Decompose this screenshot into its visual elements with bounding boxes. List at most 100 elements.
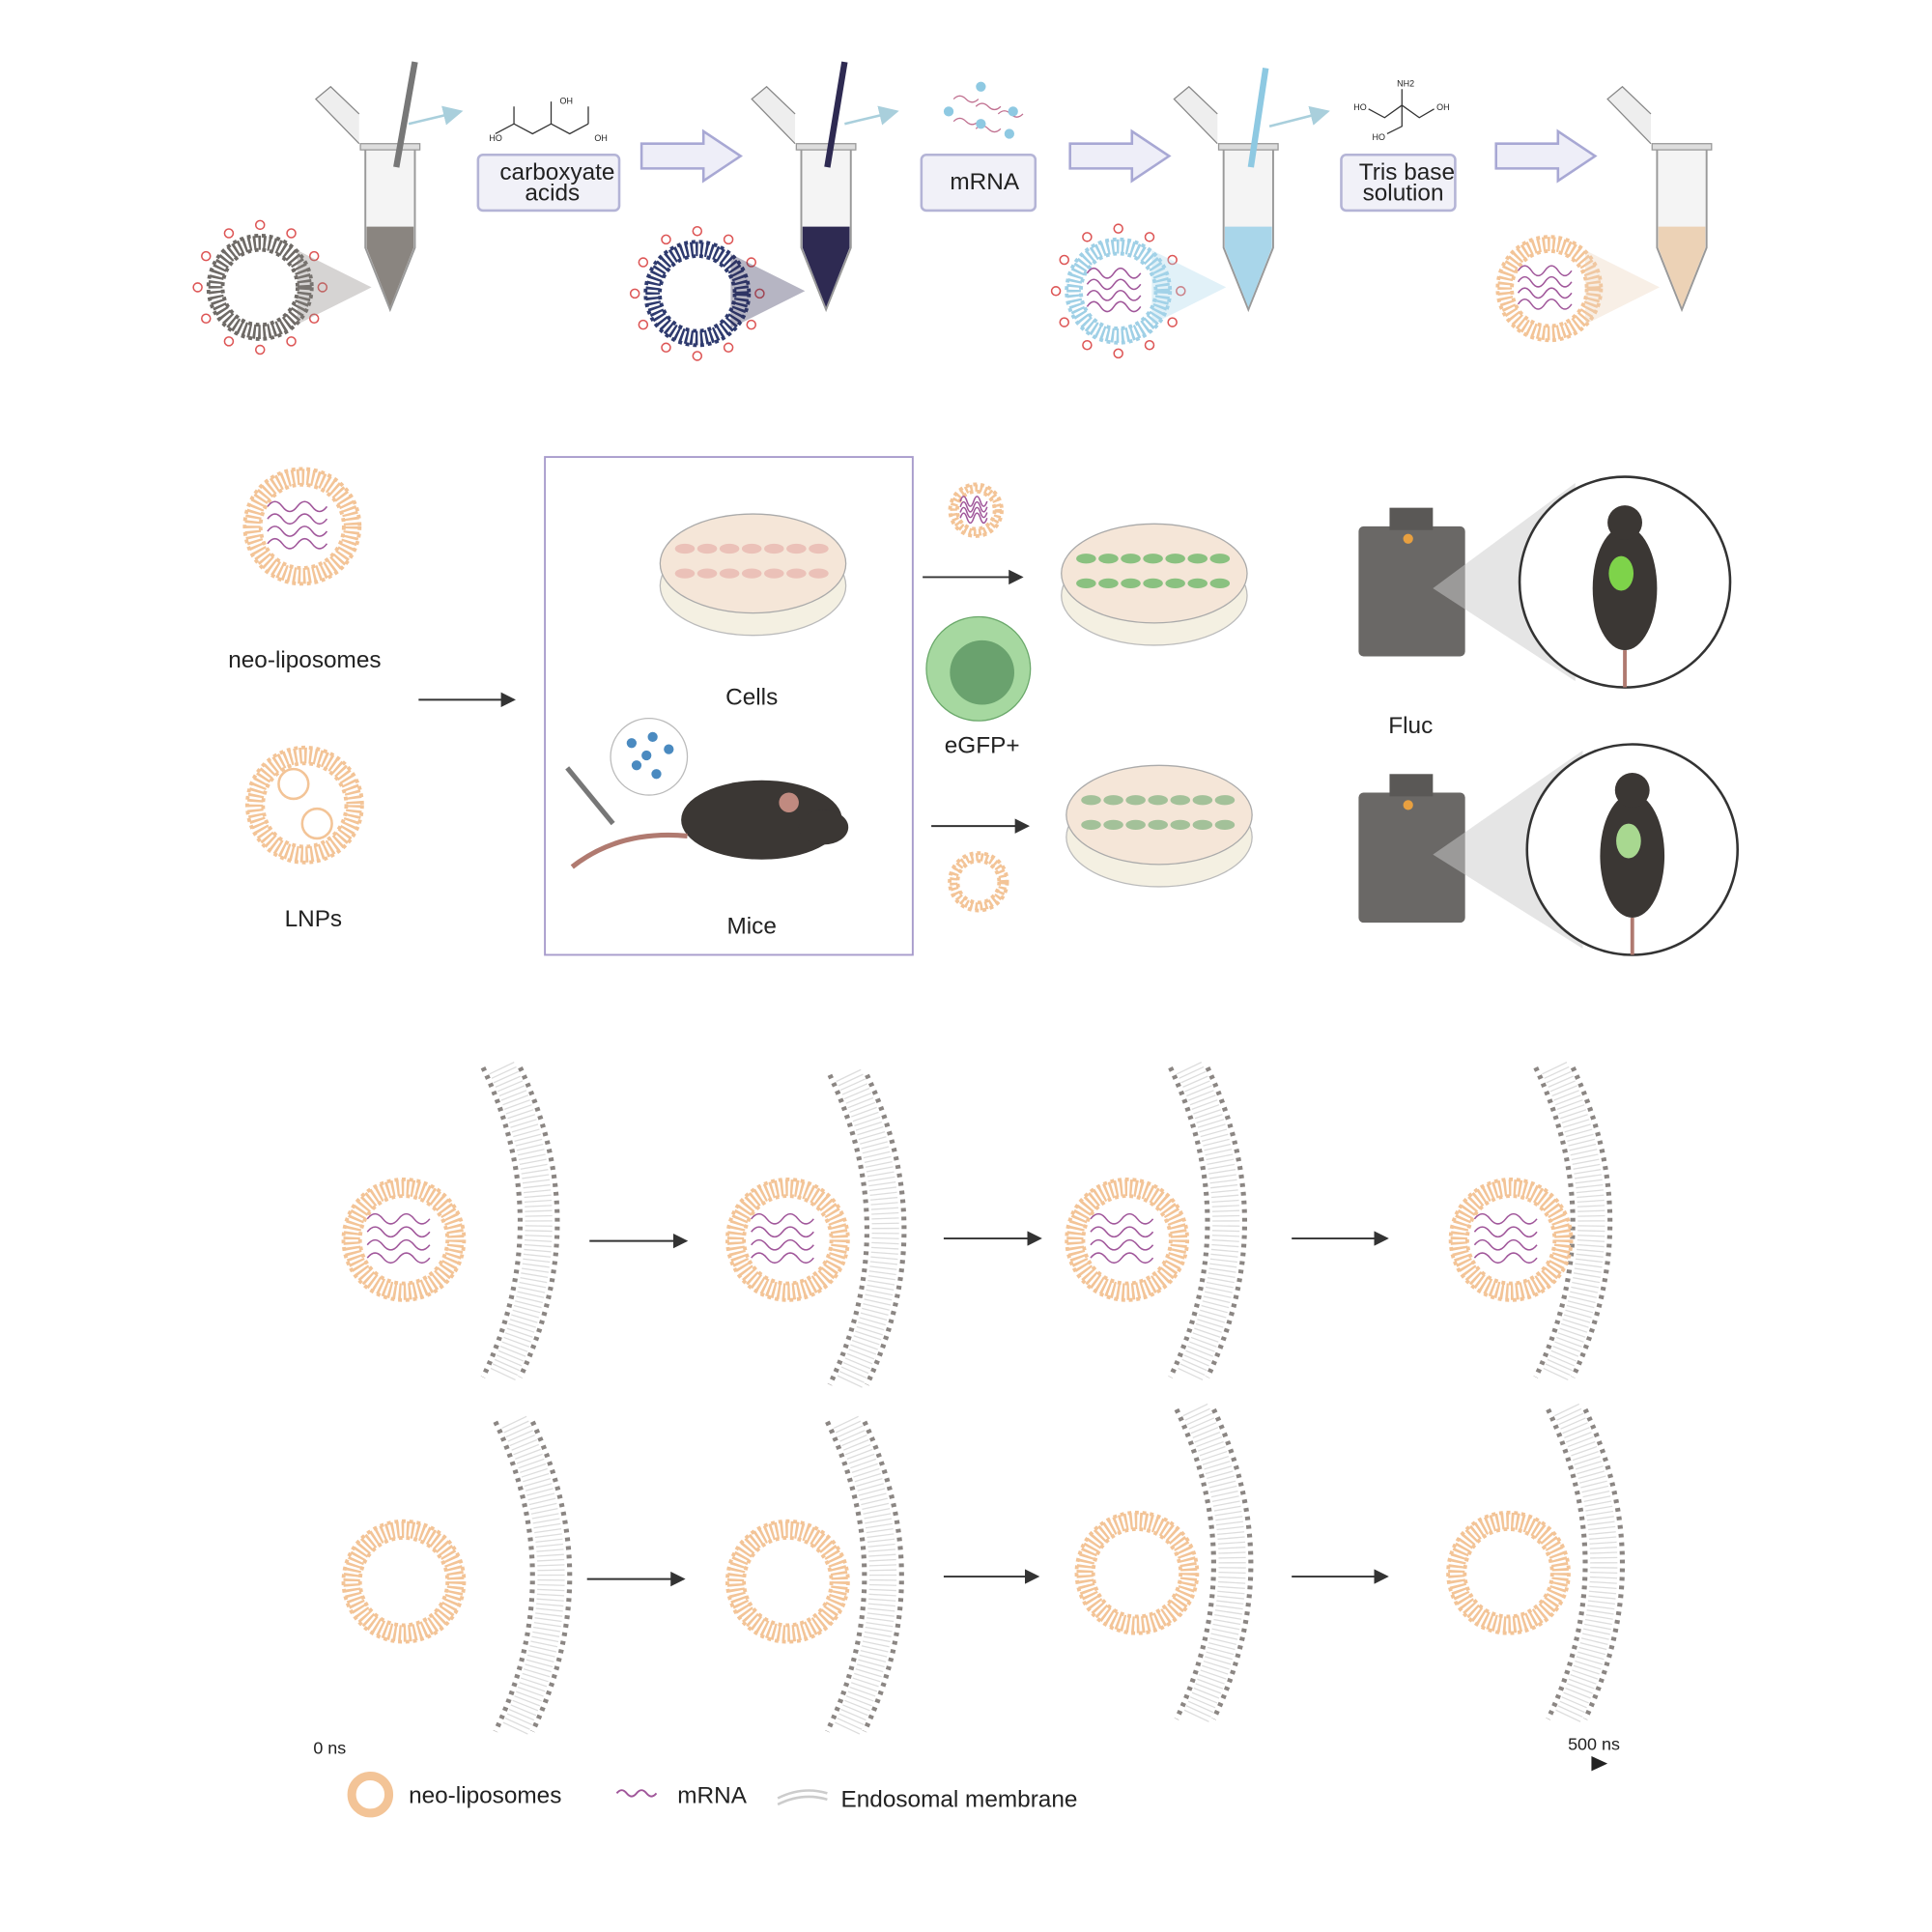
- inner-heads: [220, 247, 299, 327]
- model-label: Mice: [727, 914, 777, 940]
- formulation-label: LNPs: [285, 906, 343, 932]
- tube-liquid: [1224, 226, 1272, 307]
- positive-charge-icon: [1144, 339, 1155, 351]
- cell-icon: [1103, 819, 1123, 830]
- positive-charge-icon: [286, 336, 297, 347]
- bilayer: [1066, 1179, 1188, 1300]
- positive-charge-icon: [723, 234, 734, 245]
- zoom-cone: [1585, 249, 1660, 325]
- outer-leaflet: [1168, 1066, 1210, 1378]
- inner-heads: [742, 1194, 834, 1286]
- cell-icon: [1148, 819, 1168, 830]
- mrna-icon: [751, 1252, 814, 1264]
- mrna-icon: [267, 526, 328, 537]
- outer-heads: [1065, 1177, 1190, 1302]
- positive-charge-icon: [308, 250, 320, 262]
- zoom-cone: [1151, 249, 1227, 325]
- outer-heads: [1446, 1510, 1571, 1635]
- positive-charge-icon: [661, 342, 671, 354]
- outer-leaflet: [827, 1073, 869, 1386]
- mouse-ear: [779, 792, 799, 813]
- citric-acid-structure: [495, 101, 589, 135]
- reagent-label: solution: [1363, 181, 1444, 207]
- pipette-arrow: [408, 105, 464, 126]
- structure-label: HO: [489, 133, 501, 143]
- liposome-icon: [1495, 235, 1604, 343]
- liposome-icon: [1074, 1510, 1200, 1635]
- positive-charge-icon: [629, 288, 640, 299]
- cell-icon: [1170, 819, 1191, 830]
- lipid-tails: [1554, 1403, 1618, 1725]
- microtube-icon: [1173, 85, 1279, 313]
- cell-icon: [1192, 795, 1213, 806]
- pipette-arrow: [844, 105, 899, 126]
- inner-heads: [1463, 1527, 1554, 1619]
- legend-label: neo-liposomes: [409, 1783, 561, 1809]
- inner-leaflet: [862, 1420, 904, 1733]
- mouse-head: [798, 810, 849, 845]
- mrna-icon: [366, 1238, 431, 1251]
- liposome-icon: [948, 482, 1004, 538]
- mrna-icon: [1090, 1252, 1154, 1264]
- tube-rim: [795, 143, 857, 151]
- reagent-tris-base: Tris base solution NH2 HO OH HO: [1340, 79, 1457, 213]
- positive-charge-icon: [661, 234, 671, 245]
- bilayer: [246, 747, 362, 863]
- pipette-icon: [393, 61, 418, 168]
- mrna-icon: [1517, 265, 1573, 277]
- lnp-core: [300, 807, 333, 840]
- positive-charge-icon: [308, 313, 320, 325]
- endosomal-membrane-icon: [1533, 1062, 1613, 1383]
- lipid-tails: [833, 1415, 897, 1738]
- microtube-icon: [314, 85, 421, 313]
- positive-charge-icon: [1113, 223, 1123, 234]
- petri-dish-icon: [1065, 764, 1253, 888]
- liposome-icon: [244, 745, 364, 865]
- outer-heads: [643, 240, 752, 348]
- reagent-label: acids: [525, 181, 580, 207]
- particle-icon: [647, 731, 658, 742]
- mrna-icon: [952, 95, 980, 103]
- mrna-icon: [959, 496, 988, 507]
- outer-heads: [341, 1519, 467, 1644]
- liposome-icon: [341, 1177, 467, 1302]
- cell-icon: [1214, 819, 1236, 830]
- inner-heads: [1510, 249, 1589, 328]
- outer-heads: [948, 851, 1009, 913]
- positive-charge-icon: [1113, 348, 1123, 359]
- pipette-icon: [824, 61, 848, 168]
- cell-icon: [1165, 578, 1185, 588]
- cell-icon: [1214, 795, 1236, 806]
- inner-heads: [955, 859, 1002, 905]
- outer-leaflet: [825, 1420, 867, 1733]
- endosomal-membrane-icon: [1546, 1403, 1625, 1725]
- cell-icon: [1148, 795, 1168, 806]
- negative-charge-icon: [1004, 128, 1014, 139]
- egfp-nucleus: [950, 639, 1014, 705]
- reagent-box: [1340, 153, 1457, 213]
- process-arrow-icon: [1494, 128, 1598, 184]
- reagent-mrna: mRNA: [920, 153, 1037, 213]
- lnp-core: [277, 767, 310, 801]
- mrna-icon: [1517, 275, 1573, 288]
- cell-icon: [786, 568, 807, 579]
- bilayer: [208, 235, 312, 339]
- positive-charge-icon: [754, 288, 765, 299]
- cell-icon: [1121, 578, 1141, 588]
- readout-label: Fluc: [1388, 713, 1433, 739]
- positive-charge-icon: [723, 342, 734, 354]
- process-arrow-icon: [1068, 128, 1172, 184]
- cell-icon: [1165, 554, 1185, 564]
- bilayer: [950, 853, 1008, 911]
- liposome-icon: [341, 1519, 467, 1644]
- mrna-icon: [751, 1238, 814, 1251]
- positive-charge-icon: [201, 250, 212, 262]
- inner-heads: [357, 1536, 450, 1628]
- cell-icon: [1143, 578, 1163, 588]
- inner-leaflet: [1211, 1407, 1254, 1720]
- dish-rim: [1061, 523, 1248, 624]
- zoom-cone: [730, 253, 806, 328]
- bilayer: [950, 484, 1003, 536]
- mrna-icon: [952, 117, 980, 126]
